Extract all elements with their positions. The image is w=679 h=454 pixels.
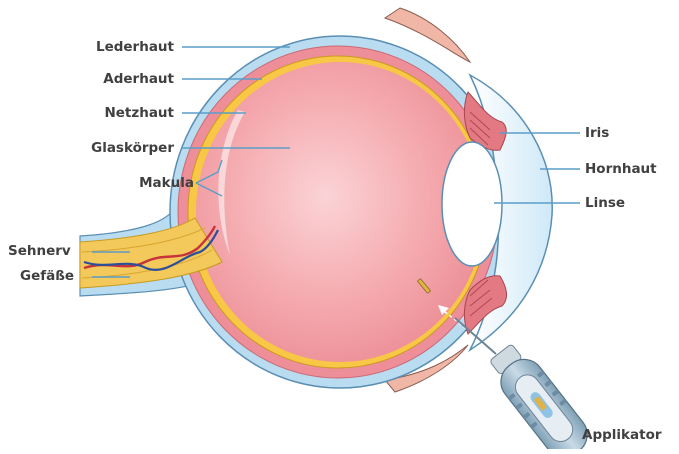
label-netzhaut: Netzhaut bbox=[40, 105, 174, 121]
label-aderhaut: Aderhaut bbox=[40, 71, 174, 87]
label-makula: Makula bbox=[60, 175, 194, 191]
label-lederhaut: Lederhaut bbox=[40, 39, 174, 55]
label-glaskoerper: Glaskörper bbox=[40, 140, 174, 156]
lens-shape bbox=[442, 142, 502, 266]
label-iris: Iris bbox=[585, 125, 609, 141]
vitreous-shape bbox=[196, 62, 484, 362]
label-applikator: Applikator bbox=[582, 427, 662, 443]
label-hornhaut: Hornhaut bbox=[585, 161, 657, 177]
label-gefaesse: Gefäße bbox=[20, 268, 74, 284]
label-sehnerv: Sehnerv bbox=[8, 243, 71, 259]
applicator-device bbox=[483, 339, 595, 449]
label-linse: Linse bbox=[585, 195, 625, 211]
